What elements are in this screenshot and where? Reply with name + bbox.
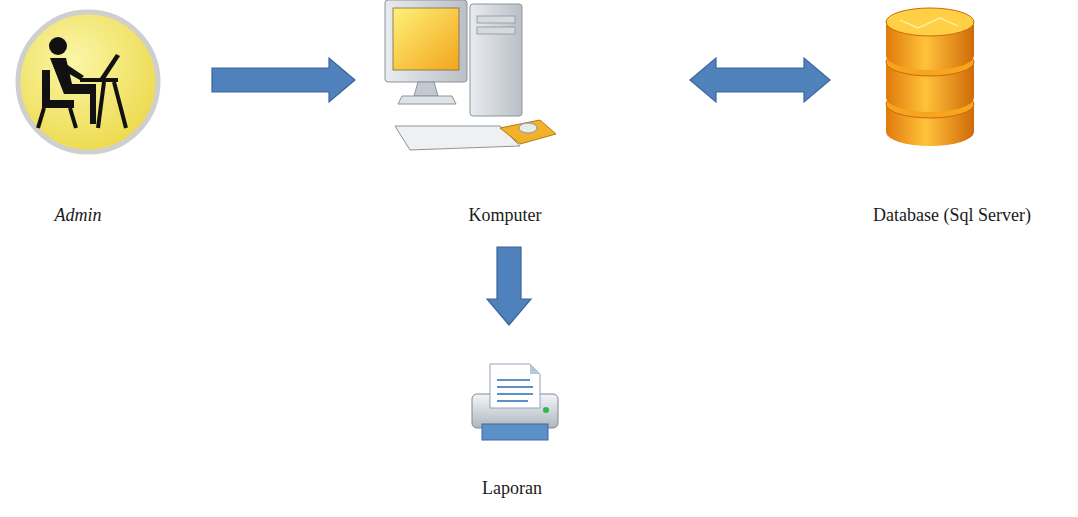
icon-node: Admin — [0, 0, 200, 235]
icon-node: Komputer — [367, 0, 678, 235]
database-icon — [886, 8, 974, 146]
block-arrow — [212, 58, 355, 102]
icon-caption: Admin — [55, 205, 102, 227]
printer-icon — [472, 364, 558, 440]
block-arrow — [487, 247, 531, 325]
icon-caption: Laporan — [482, 478, 542, 500]
icon-caption: Database (Sql Server) — [873, 205, 1031, 227]
icon-node: Laporan — [440, 337, 580, 505]
icon-caption: Komputer — [469, 205, 542, 227]
block-arrow — [690, 58, 830, 102]
admin-icon — [18, 12, 158, 152]
computer-icon — [385, 0, 556, 150]
icon-node: Database (Sql Server) — [842, 0, 1075, 235]
